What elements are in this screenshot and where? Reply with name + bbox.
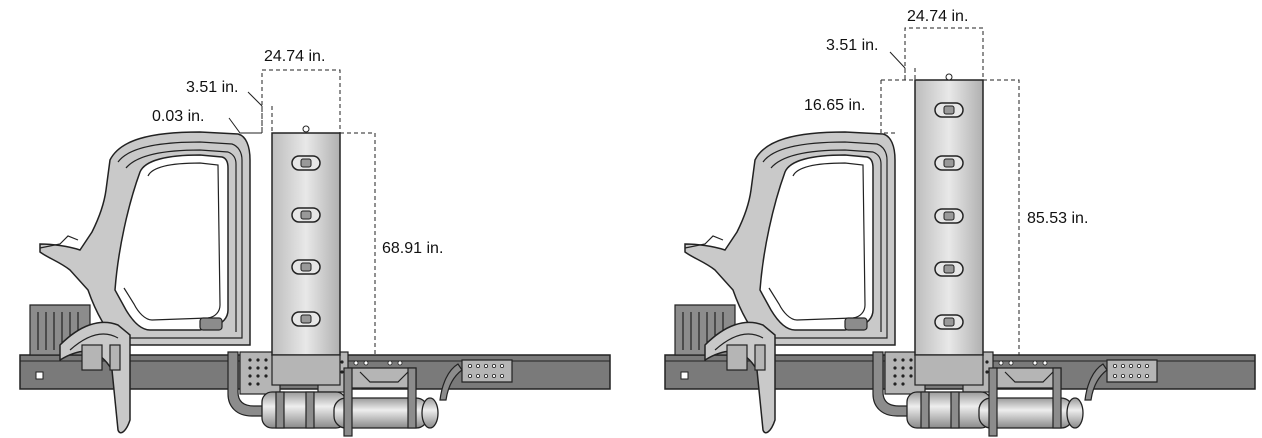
right-panel-slots [934,102,964,330]
left-slot-4-grip [300,314,312,324]
right-slot-4-grip [943,264,955,274]
left-height-offset-label: 0.03 in. [152,108,204,125]
left-slot-2-grip [300,210,312,220]
left-view: 24.74 in. 3.51 in. 0.03 in. 68.91 in. [19,48,611,437]
left-panel-latch-icon [302,125,310,133]
left-gap-label: 3.51 in. [186,79,238,96]
right-panel-latch-icon [945,73,953,81]
left-panel-slots [291,155,321,327]
right-slot-3-grip [943,211,955,221]
left-height-label: 68.91 in. [382,240,443,257]
right-gap-label: 3.51 in. [826,37,878,54]
left-slot-1-grip [300,158,312,168]
right-height-label: 85.53 in. [1027,210,1088,227]
right-slot-1-grip [943,105,955,115]
right-height-offset-label: 16.65 in. [804,97,865,114]
left-slot-3-grip [300,262,312,272]
right-slot-2-grip [943,158,955,168]
left-width-label: 24.74 in. [264,48,325,65]
right-width-label: 24.74 in. [907,8,968,25]
right-view: 24.74 in. 3.51 in. 16.65 in. 85.53 in. [664,8,1256,437]
right-slot-5-grip [943,317,955,327]
